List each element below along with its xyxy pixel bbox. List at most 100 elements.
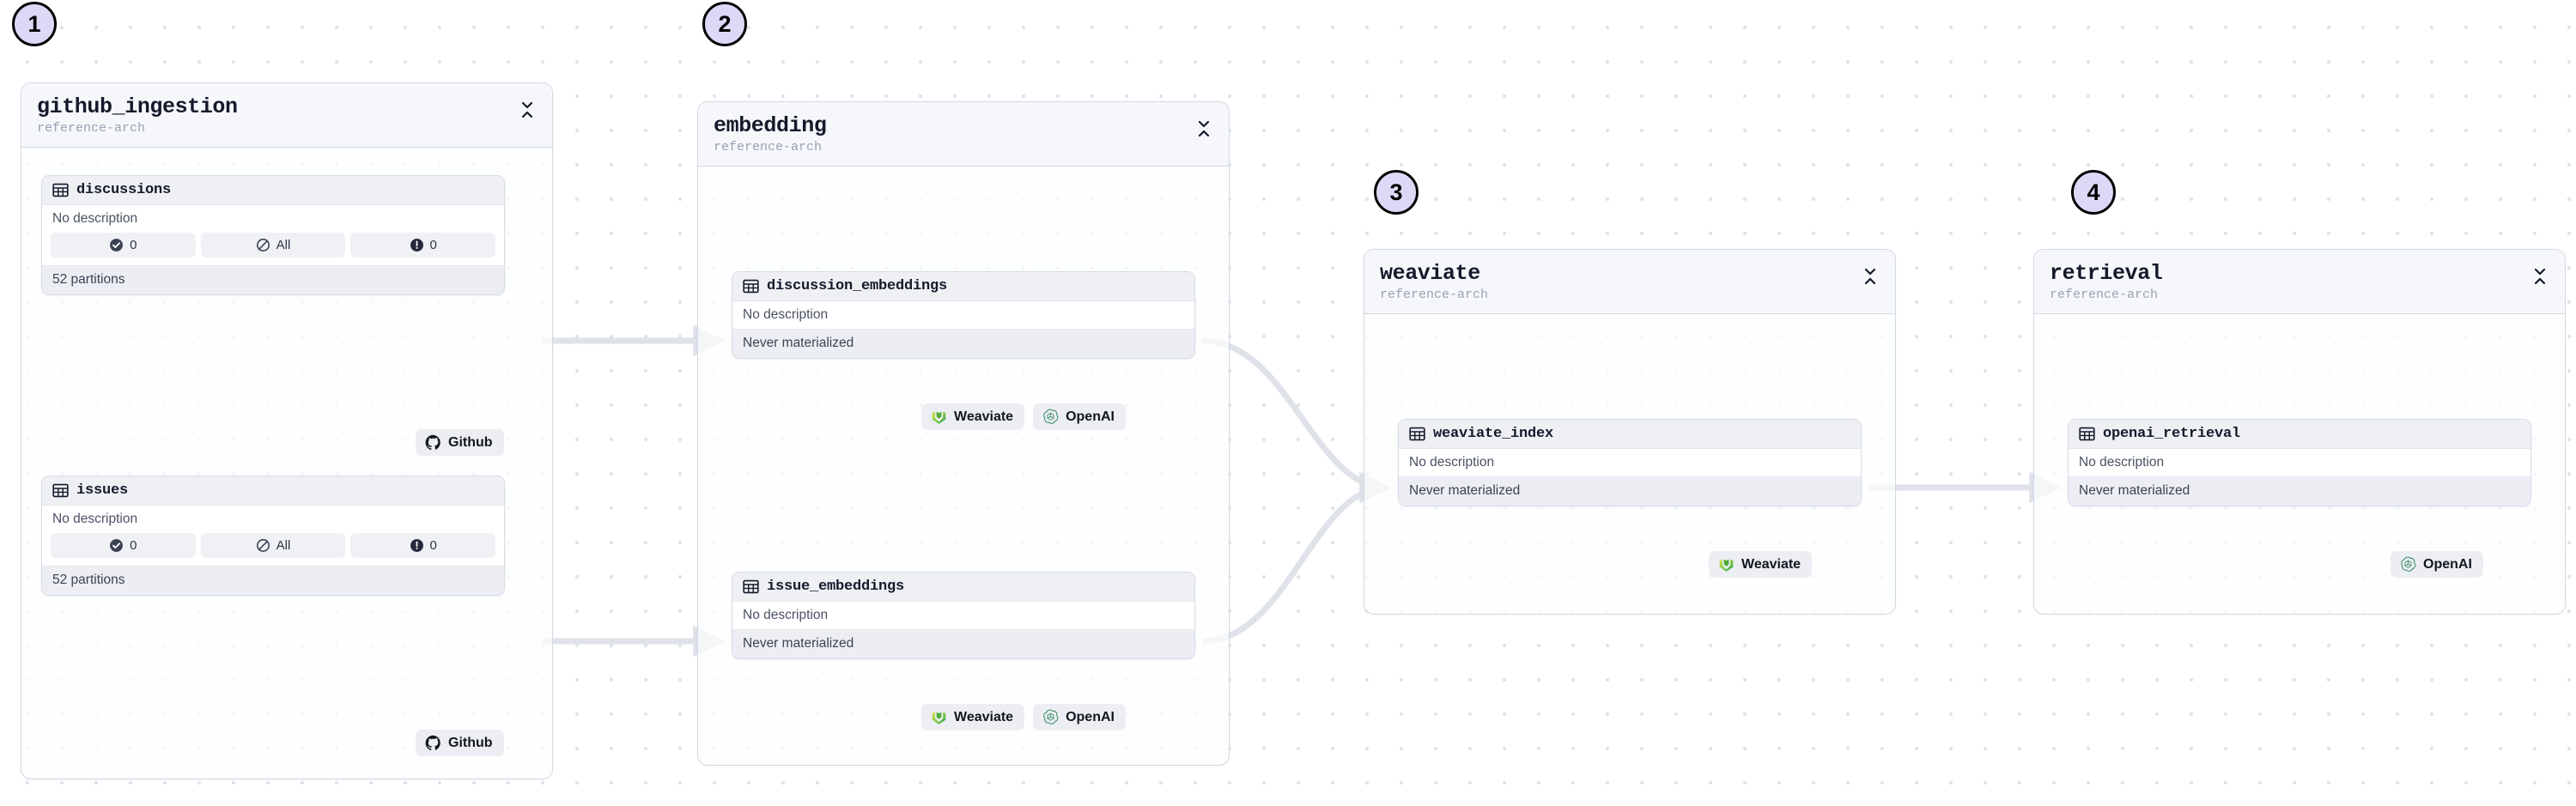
asset-header[interactable]: discussions — [42, 176, 504, 205]
status-chip-label: All — [276, 538, 291, 553]
chevron-up-icon[interactable] — [1197, 130, 1211, 137]
asset-footer-status: 52 partitions — [42, 566, 504, 595]
check-circle-icon — [110, 539, 124, 552]
alert-circle-icon — [410, 539, 423, 552]
chevron-down-icon[interactable] — [520, 101, 534, 109]
asset-node-openai_retrieval[interactable]: openai_retrieval No description Never ma… — [2068, 419, 2531, 506]
weaviate-icon — [932, 411, 946, 424]
asset-name: discussions — [76, 182, 172, 198]
group-subtitle: reference-arch — [714, 140, 823, 155]
status-chip-alert-circle[interactable]: 0 — [350, 533, 496, 558]
chevron-up-icon[interactable] — [1863, 277, 1877, 285]
group-subtitle: reference-arch — [1380, 288, 1489, 302]
kind-tag-row: Github — [416, 429, 504, 456]
asset-footer-status: 52 partitions — [42, 265, 504, 294]
chevron-up-icon[interactable] — [520, 111, 534, 118]
asset-name: openai_retrieval — [2103, 426, 2241, 442]
asset-name: discussion_embeddings — [767, 278, 948, 294]
table-icon — [52, 183, 69, 197]
status-chip-label: 0 — [130, 538, 137, 553]
kind-tag-weaviate[interactable]: Weaviate — [1709, 551, 1813, 578]
kind-tag-row: Weaviate OpenAI — [921, 704, 1126, 730]
collapse-group-button[interactable] — [2530, 265, 2549, 288]
kind-tag-weaviate[interactable]: Weaviate — [921, 403, 1025, 430]
asset-node-issues[interactable]: issues No description 0 All — [41, 476, 505, 596]
kind-tag-label: OpenAI — [1066, 709, 1115, 724]
asset-node-discussions[interactable]: discussions No description 0 All — [41, 175, 505, 295]
status-chip-slash-circle[interactable]: All — [200, 533, 346, 558]
annotation-badge-3: 3 — [1374, 170, 1419, 215]
kind-tag-label: Github — [448, 434, 493, 450]
chevron-up-icon[interactable] — [2533, 277, 2547, 285]
chevron-down-icon[interactable] — [1863, 268, 1877, 276]
annotation-badge-4: 4 — [2071, 170, 2116, 215]
asset-node-weaviate_index[interactable]: weaviate_index No description Never mate… — [1398, 419, 1862, 506]
asset-header[interactable]: openai_retrieval — [2069, 420, 2530, 449]
alert-circle-icon — [410, 239, 423, 251]
chevron-down-icon[interactable] — [2533, 268, 2547, 276]
slash-circle-icon — [256, 539, 270, 552]
github-icon — [425, 735, 440, 751]
weaviate-icon — [1719, 559, 1734, 572]
asset-node-discussion_embeddings[interactable]: discussion_embeddings No description Nev… — [732, 271, 1195, 359]
kind-tag-label: OpenAI — [1066, 409, 1115, 424]
table-icon — [2079, 427, 2095, 441]
asset-header[interactable]: discussion_embeddings — [732, 272, 1194, 301]
kind-tag-openai[interactable]: OpenAI — [2391, 551, 2483, 578]
edge-issue-embeddings-to-weaviate-index — [1201, 471, 1392, 645]
table-icon — [743, 579, 759, 594]
kind-tag-weaviate[interactable]: Weaviate — [921, 704, 1025, 730]
asset-status-row: 0 All 0 — [42, 533, 504, 566]
status-chip-label: 0 — [429, 238, 437, 252]
asset-name: issue_embeddings — [767, 579, 905, 595]
group-header-weaviate[interactable]: weaviate reference-arch — [1364, 250, 1895, 315]
group-title: embedding — [714, 113, 827, 138]
collapse-group-button[interactable] — [518, 99, 537, 121]
group-panel-embedding[interactable]: embedding reference-arch — [697, 101, 1230, 766]
asset-header[interactable]: weaviate_index — [1399, 420, 1861, 449]
github-icon — [425, 434, 440, 451]
status-chip-alert-circle[interactable]: 0 — [350, 233, 496, 258]
slash-circle-icon — [256, 239, 270, 251]
asset-description: No description — [732, 602, 1194, 629]
kind-tag-github[interactable]: Github — [416, 429, 504, 456]
kind-tag-openai[interactable]: OpenAI — [1033, 403, 1126, 430]
kind-tag-openai[interactable]: OpenAI — [1033, 704, 1126, 730]
asset-footer-status: Never materialized — [732, 329, 1194, 358]
asset-header[interactable]: issues — [42, 476, 504, 506]
status-chip-label: All — [276, 238, 291, 252]
asset-header[interactable]: issue_embeddings — [732, 573, 1194, 602]
annotation-badge-2: 2 — [702, 2, 747, 46]
status-chip-label: 0 — [429, 538, 437, 553]
collapse-group-button[interactable] — [1194, 118, 1213, 140]
group-header-embedding[interactable]: embedding reference-arch — [698, 102, 1229, 167]
table-icon — [743, 279, 759, 294]
group-title: weaviate — [1380, 261, 1480, 286]
chevron-down-icon[interactable] — [1197, 120, 1211, 128]
openai-icon — [1043, 709, 1059, 724]
group-header-github_ingestion[interactable]: github_ingestion reference-arch — [21, 83, 552, 148]
asset-status-row: 0 All 0 — [42, 233, 504, 265]
status-chip-check-circle[interactable]: 0 — [51, 233, 196, 258]
kind-tag-label: Weaviate — [954, 409, 1014, 424]
asset-description: No description — [42, 506, 504, 533]
status-chip-label: 0 — [130, 238, 137, 252]
kind-tag-label: Weaviate — [1741, 556, 1801, 572]
kind-tag-label: Github — [448, 735, 493, 750]
asset-node-issue_embeddings[interactable]: issue_embeddings No description Never ma… — [732, 572, 1195, 659]
status-chip-slash-circle[interactable]: All — [200, 233, 346, 258]
group-header-retrieval[interactable]: retrieval reference-arch — [2034, 250, 2565, 315]
asset-description: No description — [1399, 449, 1861, 476]
group-subtitle: reference-arch — [37, 121, 146, 136]
collapse-group-button[interactable] — [1861, 265, 1880, 288]
asset-name: issues — [76, 482, 129, 499]
table-icon — [1409, 427, 1425, 441]
kind-tag-github[interactable]: Github — [416, 730, 504, 756]
openai-icon — [1043, 409, 1059, 424]
kind-tag-label: Weaviate — [954, 709, 1014, 724]
asset-description: No description — [42, 205, 504, 233]
status-chip-check-circle[interactable]: 0 — [51, 533, 196, 558]
kind-tag-row: Github — [416, 730, 504, 756]
check-circle-icon — [110, 239, 124, 251]
